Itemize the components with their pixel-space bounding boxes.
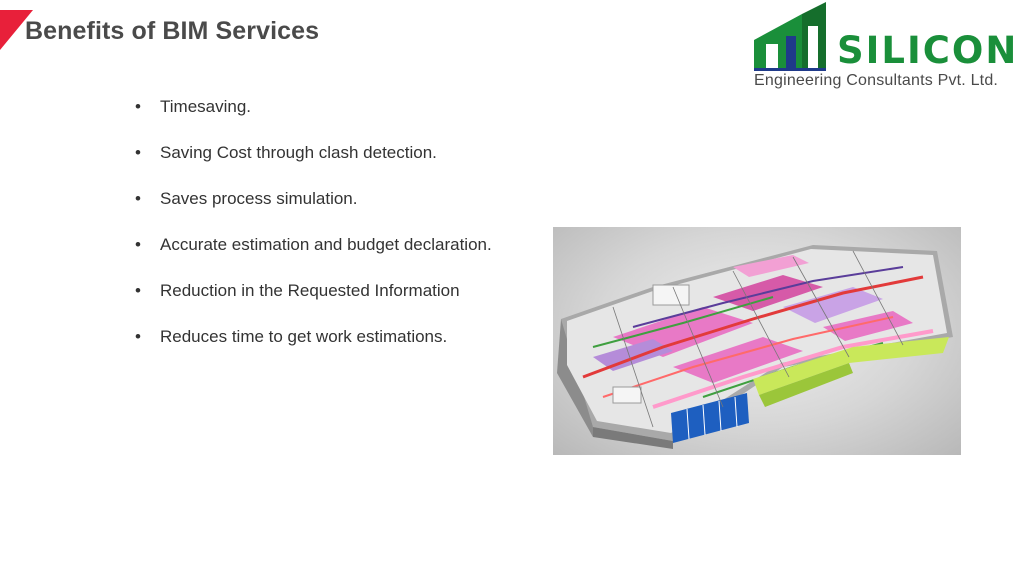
- list-item-text: Saves process simulation.: [160, 189, 358, 208]
- bim-model-image: [553, 227, 961, 455]
- list-item-text: Timesaving.: [160, 97, 252, 116]
- list-item-text: Reduces time to get work estimations.: [160, 327, 448, 346]
- slide-title: Benefits of BIM Services: [25, 17, 320, 45]
- company-logo: [750, 0, 1022, 96]
- list-item-text: Saving Cost through clash detection.: [160, 143, 437, 162]
- bullet-marker: •: [135, 143, 141, 162]
- list-item: • Reduction in the Requested Information: [135, 279, 495, 302]
- bullet-marker: •: [135, 327, 141, 346]
- bullet-marker: •: [135, 97, 141, 116]
- bullet-marker: •: [135, 281, 141, 300]
- benefits-list: • Timesaving. • Saving Cost through clash …: [135, 95, 495, 371]
- list-item: • Saving Cost through clash detection.: [135, 141, 495, 164]
- bullet-marker: •: [135, 235, 141, 254]
- logo-company-name: SILICON: [837, 29, 1019, 72]
- list-item-text: Reduction in the Requested Information: [160, 281, 460, 300]
- list-item: • Accurate estimation and budget declarat…: [135, 233, 495, 256]
- bullet-marker: •: [135, 189, 141, 208]
- title-accent-triangle: [0, 10, 33, 50]
- list-item: • Timesaving.: [135, 95, 495, 118]
- logo-mark-icon: [754, 2, 826, 71]
- logo-tagline: Engineering Consultants Pvt. Ltd.: [754, 72, 999, 89]
- list-item: • Reduces time to get work estimations.: [135, 325, 495, 348]
- list-item: • Saves process simulation.: [135, 187, 495, 210]
- bim-model-illustration: [557, 245, 953, 449]
- list-item-text: Accurate estimation and budget declarati…: [160, 235, 492, 254]
